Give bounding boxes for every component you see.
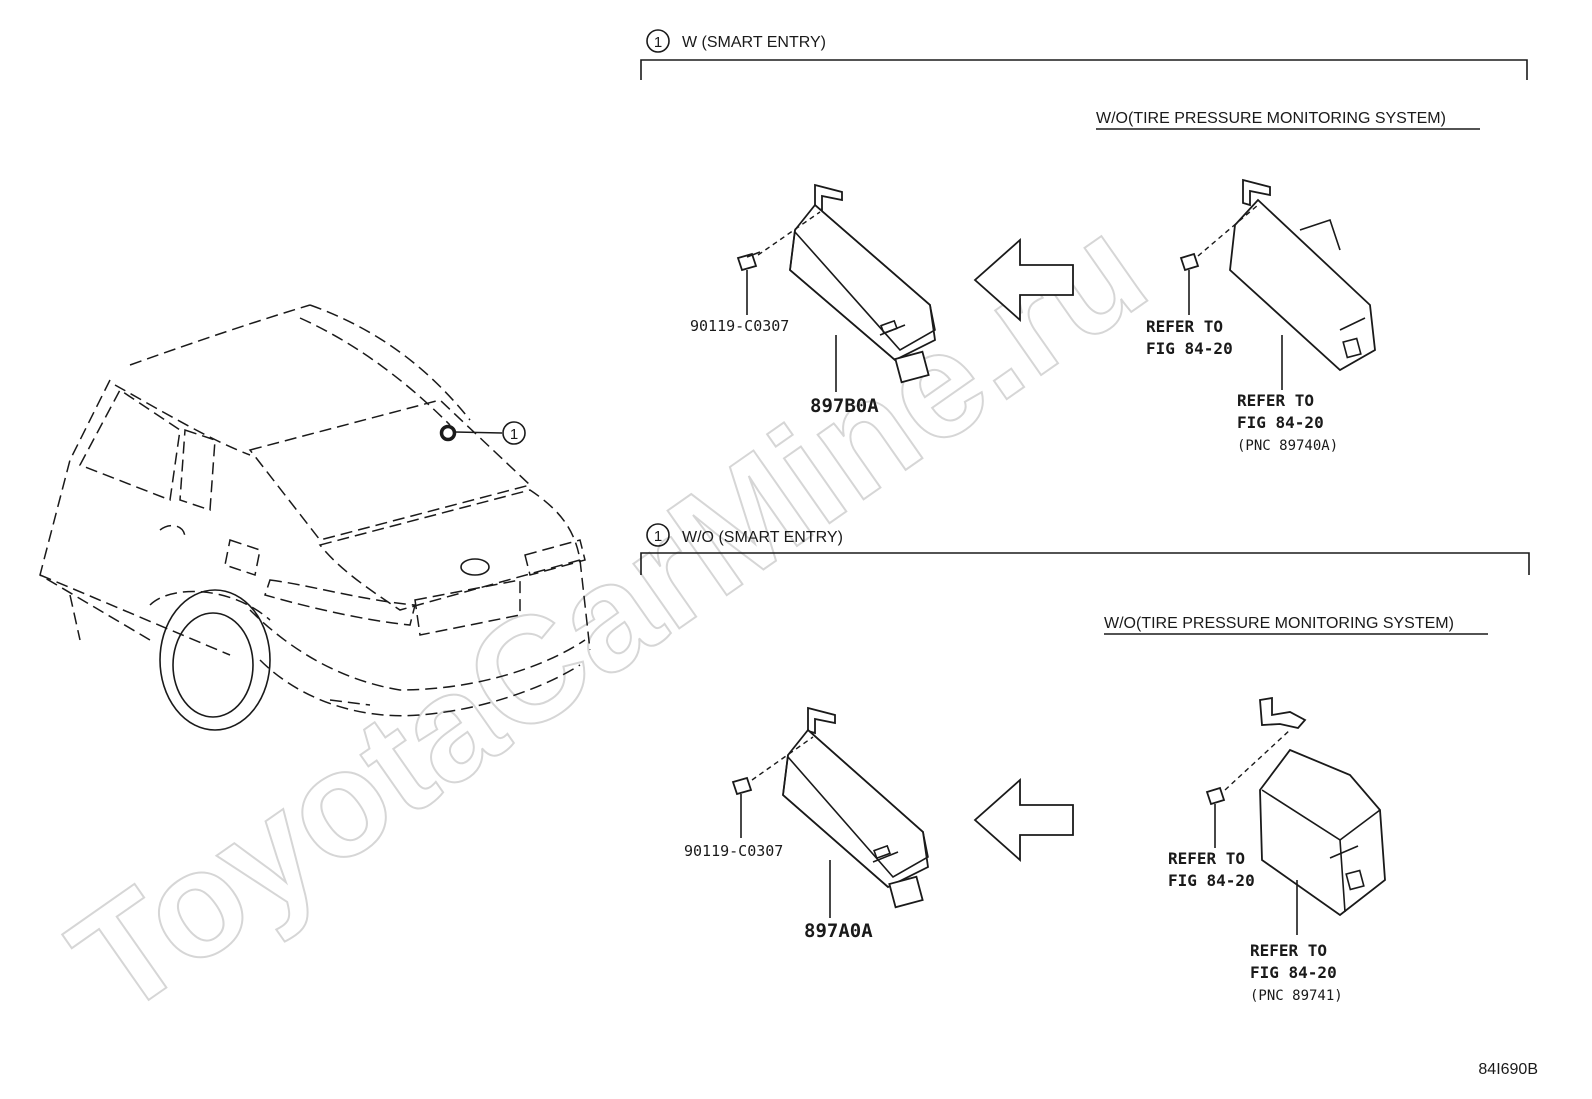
callout-number: 1 <box>654 528 662 545</box>
callout-circle <box>646 29 670 53</box>
receiver-module-897b0a <box>789 183 936 384</box>
bolt-part-number: 90119-C0307 <box>684 842 783 860</box>
callout-circle <box>646 523 670 547</box>
callout-number-car: 1 <box>510 426 518 443</box>
bolt-tpms <box>1205 729 1291 848</box>
callout-circle-car <box>502 421 526 445</box>
section-1: 1 W (SMART ENTRY) W/O(TIRE PRESSURE MONI… <box>640 29 1528 454</box>
replacement-arrow <box>973 777 1074 863</box>
section-bracket <box>640 59 1528 80</box>
watermark: ToyotaCarMine.ru <box>42 184 1174 1047</box>
variant-label: W/O(TIRE PRESSURE MONITORING SYSTEM) <box>1104 615 1454 632</box>
bolt-90119-c0307 <box>731 736 814 838</box>
receiver-module-tpms <box>1259 696 1386 917</box>
replacement-arrow <box>973 237 1074 323</box>
receiver-module-897a0a <box>782 706 929 909</box>
car-illustration: 1 <box>39 304 591 731</box>
bolt-tpms <box>1179 204 1259 315</box>
callout-number: 1 <box>654 34 662 51</box>
refer-module-line-2: FIG 84-20 <box>1237 413 1324 432</box>
section-header: W (SMART ENTRY) <box>682 34 826 51</box>
bolt-part-number: 90119-C0307 <box>690 317 789 335</box>
module-part-number: 897B0A <box>810 395 879 417</box>
section-bracket <box>640 552 1530 575</box>
refer-bolt-line-1: REFER TO <box>1146 317 1223 336</box>
section-2: 1 W/O (SMART ENTRY) W/O(TIRE PRESSURE MO… <box>640 523 1530 1004</box>
variant-label: W/O(TIRE PRESSURE MONITORING SYSTEM) <box>1096 110 1446 127</box>
module-part-number: 897A0A <box>804 920 873 942</box>
refer-module-line-3: (PNC 89741) <box>1250 988 1343 1004</box>
refer-bolt-line-1: REFER TO <box>1168 849 1245 868</box>
refer-module-line-1: REFER TO <box>1237 391 1314 410</box>
receiver-module-tpms <box>1229 178 1376 372</box>
refer-module-line-3: (PNC 89740A) <box>1237 438 1338 454</box>
refer-module-line-2: FIG 84-20 <box>1250 963 1337 982</box>
refer-module-line-1: REFER TO <box>1250 941 1327 960</box>
refer-bolt-line-2: FIG 84-20 <box>1146 339 1233 358</box>
location-marker <box>439 424 457 442</box>
refer-bolt-line-2: FIG 84-20 <box>1168 871 1255 890</box>
bolt-90119-c0307 <box>736 211 821 315</box>
section-header: W/O (SMART ENTRY) <box>682 529 843 546</box>
drawing-number: 84I690B <box>1478 1061 1538 1078</box>
